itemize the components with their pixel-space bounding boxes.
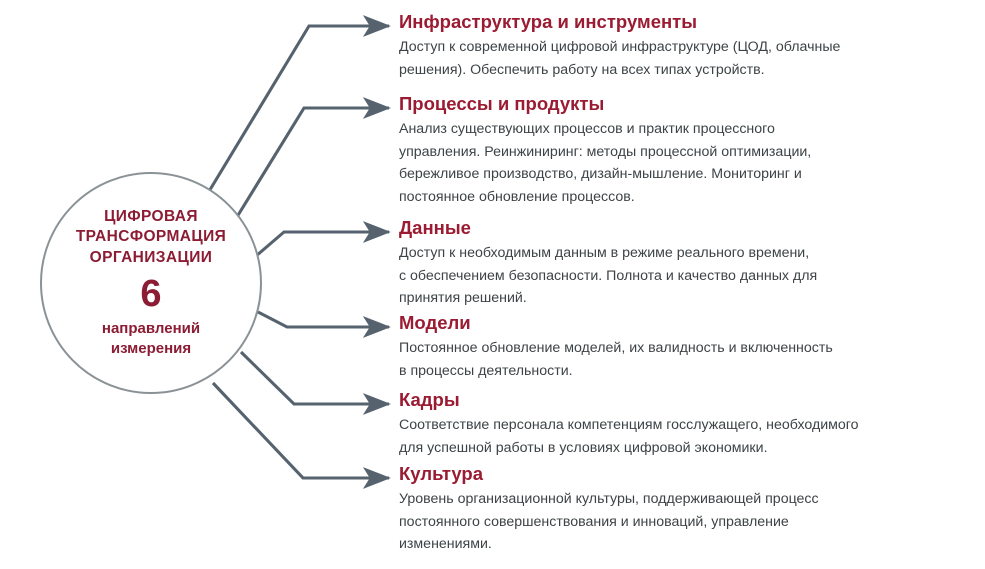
connector-arrow-5 (239, 350, 391, 415)
dimension-body-1: Доступ к современной цифровой инфраструк… (399, 39, 841, 78)
dimension-item-5: Кадры Соответствие персонала компетенция… (399, 389, 979, 459)
connector-arrow-6 (211, 381, 391, 489)
dimension-item-2: Процессы и продукты Анализ существующих … (399, 93, 979, 208)
dimension-item-1: Инфраструктура и инструменты Доступ к со… (399, 11, 979, 81)
hub-count-number: 6 (140, 273, 162, 316)
dimension-title-2: Процессы и продукты (399, 93, 605, 114)
central-hub-circle: ЦИФРОВАЯ ТРАНСФОРМАЦИЯ ОРГАНИЗАЦИИ 6 нап… (40, 172, 262, 394)
dimension-title-4: Модели (399, 312, 471, 333)
dimension-title-3: Данные (399, 217, 471, 238)
dimension-body-2: Анализ существующих процессов и практик … (399, 121, 812, 205)
dimension-title-5: Кадры (399, 389, 460, 410)
dimension-title-1: Инфраструктура и инструменты (399, 11, 698, 32)
connector-arrow-4 (257, 310, 391, 338)
dimension-body-4: Постоянное обновление моделей, их валидн… (399, 340, 833, 379)
connector-arrow-2 (230, 97, 391, 226)
dimension-body-6: Уровень организационной культуры, поддер… (399, 491, 819, 553)
connector-arrow-3 (254, 221, 391, 258)
hub-subtitle: направлений измерения (101, 320, 201, 358)
dimension-item-6: Культура Уровень организационной культур… (399, 463, 979, 556)
dimension-item-3: Данные Доступ к необходимым данным в реж… (399, 217, 979, 310)
connector-arrow-1 (203, 15, 391, 199)
dimension-item-4: Модели Постоянное обновление моделей, их… (399, 312, 979, 382)
dimension-body-3: Доступ к необходимым данным в режиме реа… (399, 245, 818, 307)
dimension-title-6: Культура (399, 463, 483, 484)
dimension-body-5: Соответствие персонала компетенциям госс… (399, 417, 859, 456)
hub-title: ЦИФРОВАЯ ТРАНСФОРМАЦИЯ ОРГАНИЗАЦИИ (75, 208, 227, 266)
